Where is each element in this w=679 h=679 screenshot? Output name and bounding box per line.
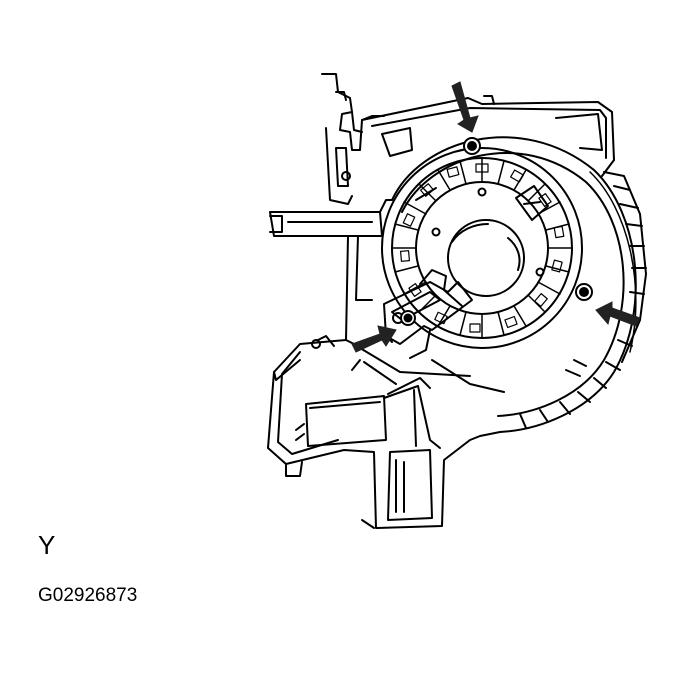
- arrow-right: [595, 301, 641, 327]
- fan-blades: [391, 157, 573, 339]
- housing-rear-plate: [361, 95, 615, 177]
- arrow-top: [451, 81, 479, 133]
- mounting-screws: [400, 137, 593, 326]
- view-label: Y: [38, 530, 56, 560]
- arrow-left: [351, 325, 397, 353]
- left-duct: [269, 199, 393, 349]
- lower-case: [267, 335, 505, 529]
- upper-bracket: [321, 73, 385, 205]
- figure-code: G02926873: [38, 585, 138, 606]
- blower-fan-wheel: [381, 147, 583, 349]
- callout-arrows: [351, 81, 641, 353]
- motor-hub: [447, 219, 525, 297]
